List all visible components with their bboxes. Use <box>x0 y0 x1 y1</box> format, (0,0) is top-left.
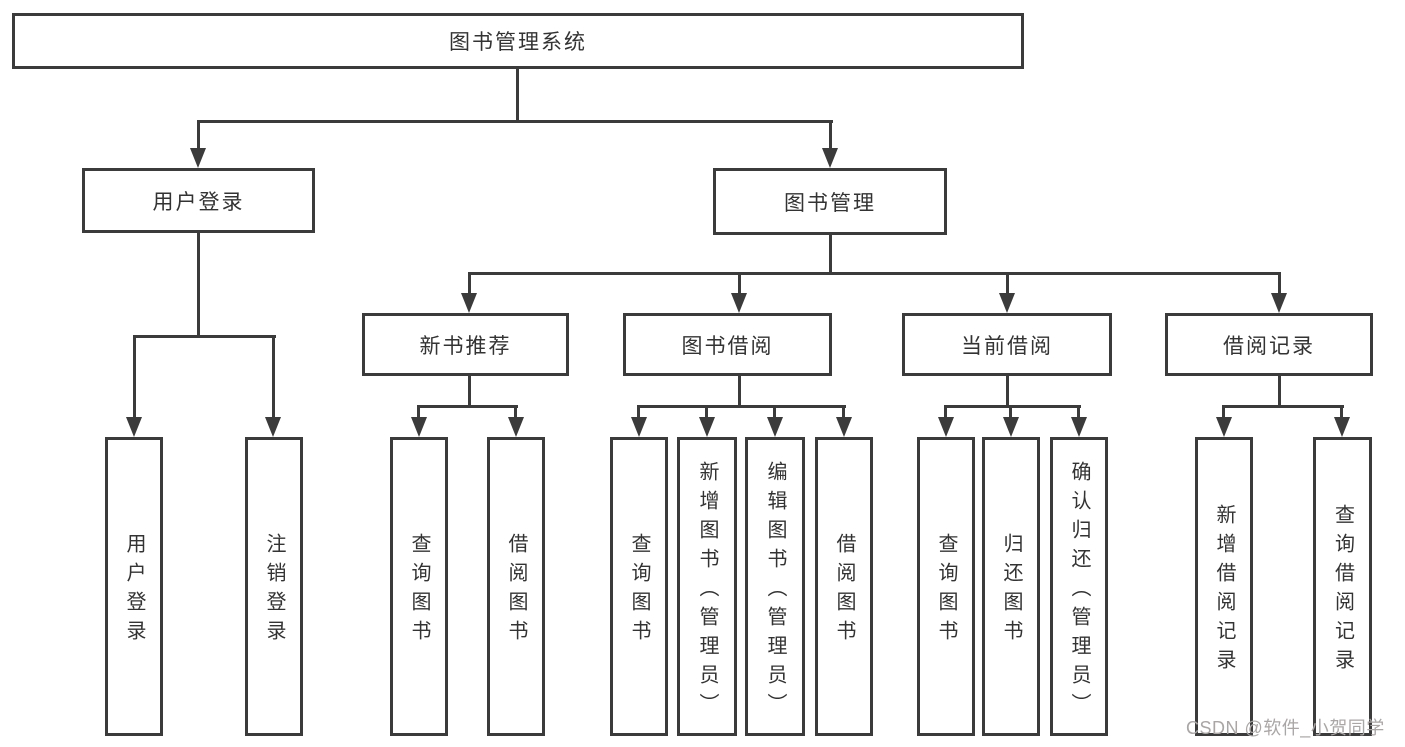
connector-br-rail <box>1222 405 1344 408</box>
arrow-down-icon <box>999 293 1015 313</box>
leaf-nbr-query-book-label: 查询图书 <box>408 533 430 649</box>
connector-drop-borrow-record <box>1278 272 1281 293</box>
connector-user-login-stub <box>197 233 200 337</box>
connector-drop-leaf-logout <box>272 335 275 419</box>
connector-drop-new-book-rec <box>468 272 471 293</box>
leaf-nbr-query-book: 查询图书 <box>390 437 448 736</box>
arrow-down-icon <box>938 417 954 437</box>
leaf-bb-add-book-admin: 新增图书（管理员） <box>677 437 737 736</box>
node-book-borrow: 图书借阅 <box>623 313 832 376</box>
leaf-br-add-record-label: 新增借阅记录 <box>1213 504 1235 678</box>
node-current-borrow-label: 当前借阅 <box>961 334 1053 358</box>
node-current-borrow: 当前借阅 <box>902 313 1112 376</box>
arrow-down-icon <box>1071 417 1087 437</box>
node-root-label: 图书管理系统 <box>449 31 587 54</box>
connector-drop-bb-query <box>637 405 640 419</box>
connector-drop-bb-edit <box>773 405 776 419</box>
arrow-down-icon <box>1003 417 1019 437</box>
connector-drop-br-add <box>1222 405 1225 419</box>
connector-book-mgmt-stub <box>829 235 832 275</box>
arrow-down-icon <box>411 417 427 437</box>
node-book-borrow-label: 图书借阅 <box>681 334 774 358</box>
connector-drop-nbr-query <box>417 405 420 419</box>
leaf-bb-query-book-label: 查询图书 <box>628 533 650 649</box>
connector-drop-user-login <box>197 120 200 150</box>
leaf-br-query-record-label: 查询借阅记录 <box>1331 504 1354 678</box>
node-borrow-record: 借阅记录 <box>1165 313 1373 376</box>
connector-drop-br-query <box>1340 405 1343 419</box>
leaf-user-login-label: 用户登录 <box>123 533 145 649</box>
leaf-bb-borrow-book-label: 借阅图书 <box>833 533 855 649</box>
connector-drop-leaf-login <box>133 335 136 419</box>
connector-drop-bb-borrow <box>842 405 845 419</box>
leaf-user-login: 用户登录 <box>105 437 163 736</box>
leaf-bb-edit-book-admin: 编辑图书（管理员） <box>745 437 805 736</box>
leaf-logout: 注销登录 <box>245 437 303 736</box>
leaf-cb-confirm-return-admin: 确认归还（管理员） <box>1050 437 1108 736</box>
leaf-cb-confirm-return-admin-label: 确认归还（管理员） <box>1068 460 1090 722</box>
connector-drop-cb-return <box>1009 405 1012 419</box>
node-book-mgmt: 图书管理 <box>713 168 947 235</box>
arrow-down-icon <box>265 417 281 437</box>
node-book-mgmt-label: 图书管理 <box>784 191 876 215</box>
connector-drop-cb-confirm <box>1077 405 1080 419</box>
arrow-down-icon <box>1334 417 1350 437</box>
connector-drop-nbr-borrow <box>514 405 517 419</box>
connector-drop-bb-add <box>705 405 708 419</box>
connector-bb-rail <box>637 405 846 408</box>
node-new-book-recommend: 新书推荐 <box>362 313 569 376</box>
leaf-nbr-borrow-book: 借阅图书 <box>487 437 545 736</box>
leaf-bb-query-book: 查询图书 <box>610 437 668 736</box>
leaf-br-query-record: 查询借阅记录 <box>1313 437 1372 736</box>
connector-drop-book-mgmt <box>829 120 832 150</box>
connector-drop-cb-query <box>944 405 947 419</box>
arrow-down-icon <box>699 417 715 437</box>
connector-cb-stub <box>1006 376 1009 408</box>
node-borrow-record-label: 借阅记录 <box>1223 334 1315 358</box>
node-root: 图书管理系统 <box>12 13 1024 69</box>
leaf-bb-edit-book-admin-label: 编辑图书（管理员） <box>764 460 786 722</box>
arrow-down-icon <box>822 148 838 168</box>
arrow-down-icon <box>126 417 142 437</box>
leaf-br-add-record: 新增借阅记录 <box>1195 437 1253 736</box>
connector-bb-stub <box>738 376 741 408</box>
connector-cb-rail <box>944 405 1081 408</box>
arrow-down-icon <box>731 293 747 313</box>
arrow-down-icon <box>836 417 852 437</box>
leaf-logout-label: 注销登录 <box>263 533 285 649</box>
leaf-nbr-borrow-book-label: 借阅图书 <box>505 533 527 649</box>
leaf-cb-return-book-label: 归还图书 <box>1000 533 1022 649</box>
arrow-down-icon <box>631 417 647 437</box>
node-user-login-label: 用户登录 <box>152 190 245 214</box>
connector-nbr-stub <box>468 376 471 408</box>
arrow-down-icon <box>1271 293 1287 313</box>
arrow-down-icon <box>190 148 206 168</box>
connector-nbr-rail <box>417 405 518 408</box>
connector-root-stub <box>516 69 519 123</box>
connector-drop-book-borrow <box>738 272 741 293</box>
connector-user-login-rail <box>133 335 276 338</box>
connector-br-stub <box>1278 376 1281 408</box>
arrow-down-icon <box>767 417 783 437</box>
leaf-cb-query-book: 查询图书 <box>917 437 975 736</box>
connector-drop-current-borrow <box>1006 272 1009 293</box>
connector-level3-rail <box>468 272 1281 275</box>
arrow-down-icon <box>1216 417 1232 437</box>
connector-level2-rail <box>197 120 833 123</box>
arrow-down-icon <box>508 417 524 437</box>
node-user-login: 用户登录 <box>82 168 315 233</box>
leaf-cb-return-book: 归还图书 <box>982 437 1040 736</box>
arrow-down-icon <box>461 293 477 313</box>
leaf-cb-query-book-label: 查询图书 <box>935 533 957 649</box>
leaf-bb-borrow-book: 借阅图书 <box>815 437 873 736</box>
node-new-book-recommend-label: 新书推荐 <box>419 334 512 358</box>
csdn-watermark: CSDN @软件_小贺同学 <box>1186 718 1385 738</box>
leaf-bb-add-book-admin-label: 新增图书（管理员） <box>696 460 718 722</box>
